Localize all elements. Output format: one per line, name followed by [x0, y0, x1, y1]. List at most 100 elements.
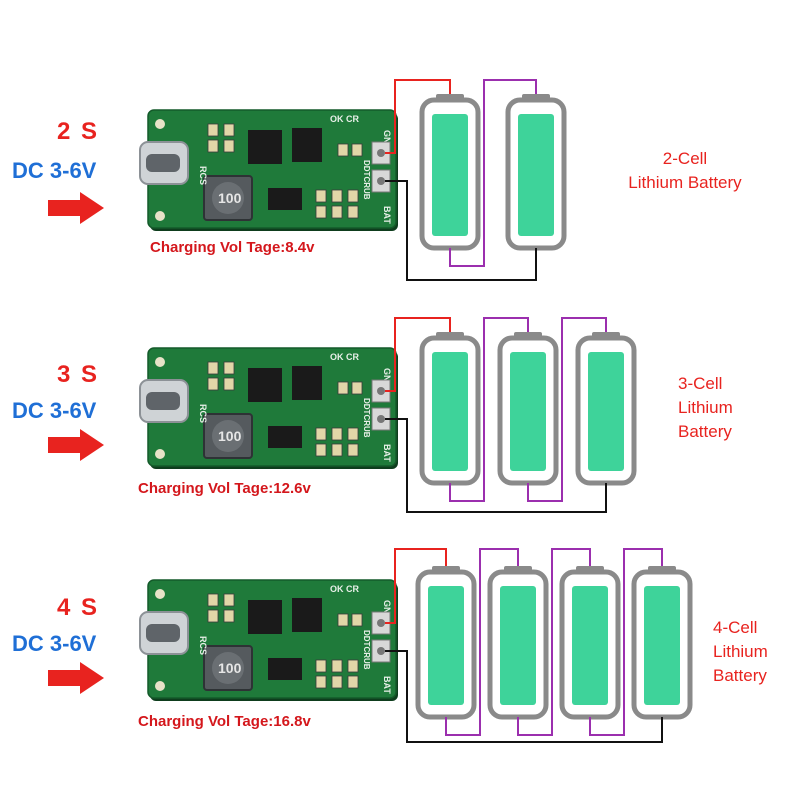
- cell-type-label: Lithium: [678, 398, 733, 417]
- cell-type-label: Lithium: [713, 642, 768, 661]
- cell-description: 2-Cell Lithium Battery: [600, 147, 770, 195]
- smd-component: [347, 659, 359, 673]
- rcs-label: RCS: [198, 636, 208, 655]
- rcs-label: RCS: [198, 404, 208, 423]
- led-label: OK CR: [330, 584, 360, 594]
- bat-pin-label: BAT: [382, 444, 392, 462]
- usb-c-opening: [146, 624, 180, 642]
- wire-series: [445, 548, 519, 736]
- inductor-core: [212, 652, 244, 684]
- transistor: [268, 188, 302, 210]
- wire-series: [517, 548, 591, 736]
- smd-component: [331, 659, 343, 673]
- smd-component: [331, 205, 343, 219]
- smd-component: [223, 609, 235, 623]
- gnd-pin-label: GND: [382, 600, 392, 621]
- battery-charge-fill: [572, 586, 608, 705]
- bat-pin-label: BAT: [382, 206, 392, 224]
- series-label: 3 S: [56, 361, 100, 388]
- smd-component: [347, 427, 359, 441]
- smd-component: [223, 139, 235, 153]
- panel-graphics-1: 100 RCS OK CR DDTCRUB GND BAT: [48, 79, 567, 281]
- wire-series: [527, 317, 607, 502]
- pad-hole: [377, 387, 385, 395]
- inductor-label: 100: [218, 660, 242, 676]
- usb-c-opening: [146, 154, 180, 172]
- mounting-hole: [155, 449, 165, 459]
- smd-component: [347, 443, 359, 457]
- pad-hole: [377, 619, 385, 627]
- panel-3s: 3 S DC 3-6V Charging Vol Tage:12.6v 3-Ce…: [0, 0, 800, 497]
- transistor: [268, 658, 302, 680]
- smd-component: [315, 443, 327, 457]
- smd-component: [331, 189, 343, 203]
- cell-type-label-2: Battery: [678, 422, 732, 441]
- smd-component: [351, 613, 363, 627]
- battery-charge-fill: [500, 586, 536, 705]
- cell-count-label: 2-Cell: [662, 149, 708, 168]
- rcs-label: RCS: [198, 166, 208, 185]
- smd-component: [315, 427, 327, 441]
- input-arrow-icon: [48, 429, 104, 461]
- smd-component: [337, 143, 349, 157]
- cell-description: 4-Cell Lithium Battery: [713, 616, 768, 688]
- wire-negative: [385, 418, 607, 513]
- smd-component: [347, 675, 359, 689]
- smd-component: [315, 189, 327, 203]
- battery-charge-fill: [518, 114, 554, 236]
- panel-2s: 2 S DC 3-6V Charging Vol Tage:8.4v 2-Cel…: [0, 0, 800, 260]
- pad-hole: [377, 415, 385, 423]
- smd-component: [223, 377, 235, 391]
- smd-component: [223, 593, 235, 607]
- bat-pin-label: BAT: [382, 676, 392, 694]
- mounting-hole: [155, 119, 165, 129]
- gnd-pin-label: GND: [382, 130, 392, 151]
- wire-positive: [385, 317, 451, 392]
- battery-charge-fill: [588, 352, 624, 471]
- chip-label: DDTCRUB: [362, 398, 371, 438]
- wire-negative: [385, 650, 663, 743]
- chip-label: DDTCRUB: [362, 160, 371, 200]
- wire-negative: [385, 180, 537, 281]
- cell-count-label: 3-Cell: [678, 374, 723, 393]
- ic-chip: [248, 130, 282, 164]
- gnd-pin-label: GND: [382, 368, 392, 389]
- smd-component: [207, 139, 219, 153]
- battery-charge-fill: [510, 352, 546, 471]
- input-voltage-label: DC 3-6V: [12, 398, 97, 423]
- smd-component: [223, 123, 235, 137]
- input-voltage-label: DC 3-6V: [12, 631, 97, 656]
- smd-component: [315, 205, 327, 219]
- smd-component: [347, 189, 359, 203]
- usb-c-opening: [146, 392, 180, 410]
- smd-component: [331, 443, 343, 457]
- wire-positive: [385, 79, 451, 154]
- input-voltage-label: DC 3-6V: [12, 158, 97, 183]
- input-arrow-icon: [48, 662, 104, 694]
- transistor: [268, 426, 302, 448]
- battery-charge-fill: [432, 114, 468, 236]
- mounting-hole: [155, 211, 165, 221]
- cell-description: 3-Cell Lithium Battery: [678, 372, 733, 444]
- charging-voltage-label: Charging Vol Tage:8.4v: [150, 239, 315, 256]
- smd-component: [347, 205, 359, 219]
- battery-charge-fill: [644, 586, 680, 705]
- inductor-core: [212, 182, 244, 214]
- chip-label: DDTCRUB: [362, 630, 371, 670]
- series-label: 2 S: [56, 118, 100, 145]
- ic-chip: [248, 368, 282, 402]
- panel-graphics-3: 100 RCS OK CR DDTCRUB GND BAT: [48, 548, 693, 743]
- mounting-hole: [155, 589, 165, 599]
- charging-voltage-label: Charging Vol Tage:16.8v: [138, 713, 311, 730]
- mounting-hole: [155, 681, 165, 691]
- inductor-label: 100: [218, 190, 242, 206]
- led-label: OK CR: [330, 114, 360, 124]
- pad-hole: [377, 177, 385, 185]
- smd-component: [351, 143, 363, 157]
- smd-component: [207, 593, 219, 607]
- ic-chip: [292, 598, 322, 632]
- mounting-hole: [155, 357, 165, 367]
- smd-component: [207, 609, 219, 623]
